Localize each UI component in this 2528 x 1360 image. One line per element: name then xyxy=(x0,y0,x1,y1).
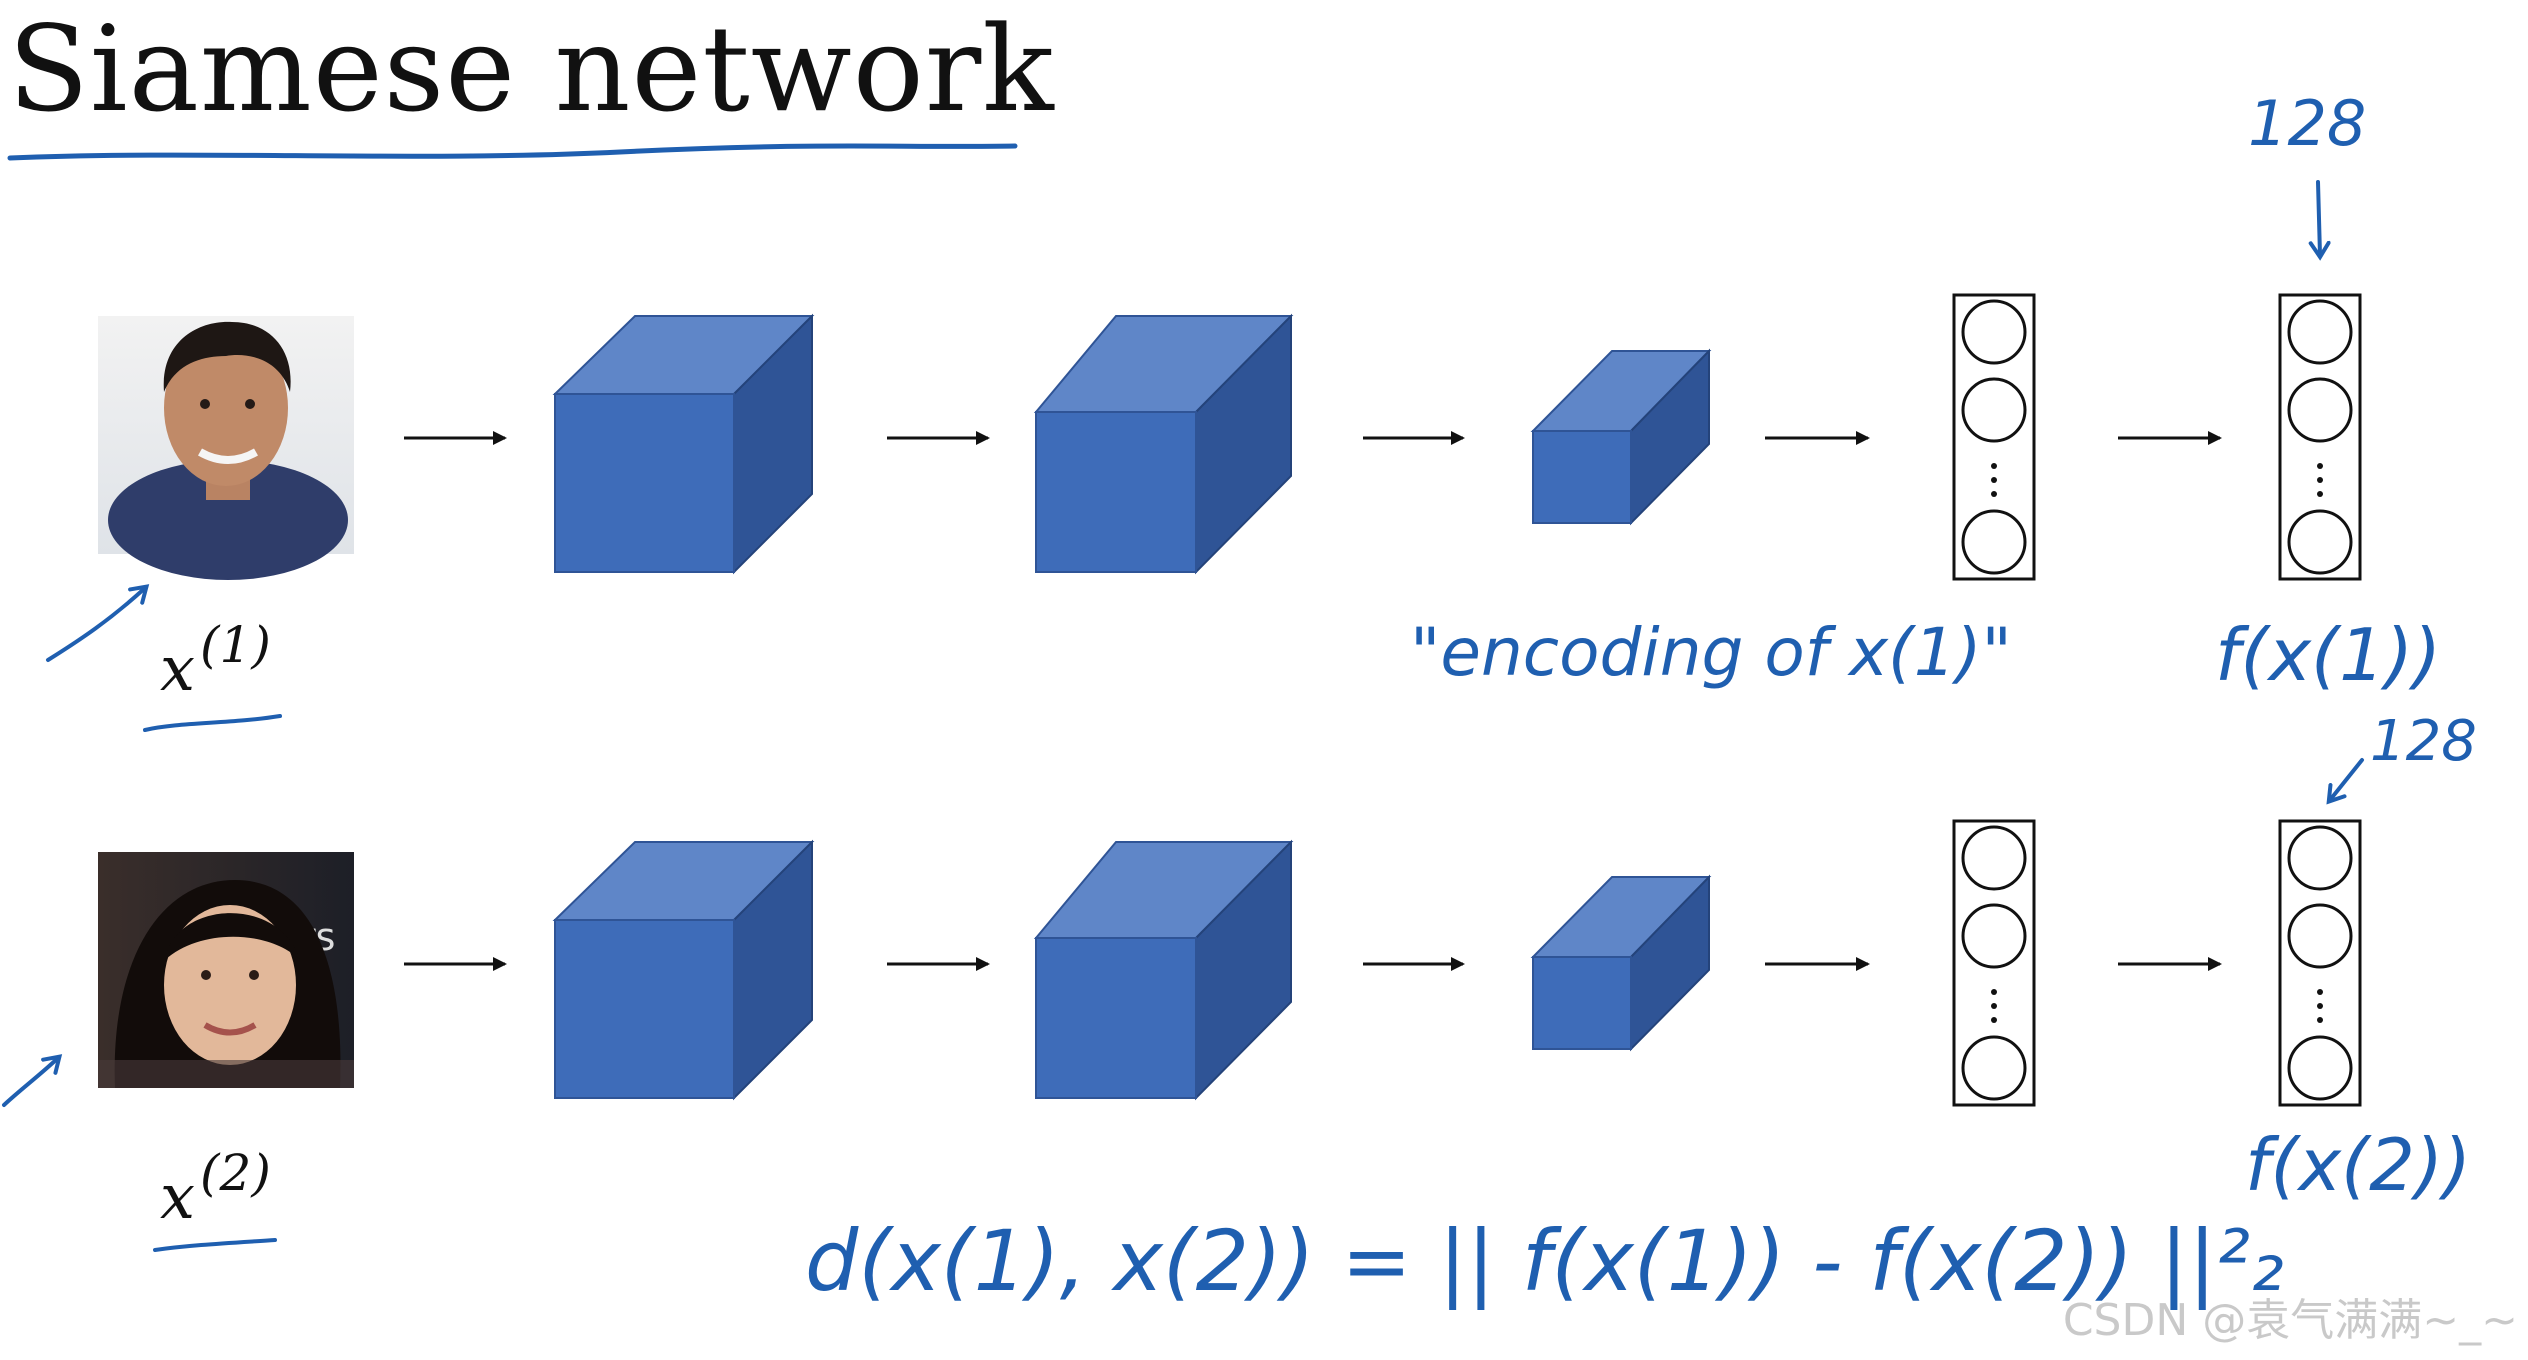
conv-block-r2-2 xyxy=(1033,839,1294,1101)
csdn-watermark: CSDN @袁气满满~_~ xyxy=(2062,1295,2518,1346)
pointer-arrow-1 xyxy=(46,584,150,662)
x1-label-sup: (1) xyxy=(200,616,271,674)
dim-label-bottom: 128 xyxy=(2370,709,2477,774)
x1-label-base: x xyxy=(160,632,195,705)
fc-vector-r1-1 xyxy=(1952,293,2036,581)
encoding-vector-r2 xyxy=(2278,819,2362,1107)
x2-underline xyxy=(153,1238,277,1252)
dim-arrow-bottom xyxy=(2326,758,2364,805)
encoding-note: "encoding of x(1)" xyxy=(1410,614,2012,691)
fc-vector-r2-1 xyxy=(1952,819,2036,1107)
conv-block-r2-1 xyxy=(552,839,815,1101)
distance-formula: d(x(1), x(2)) = || f(x(1)) - f(x(2)) ||²… xyxy=(805,1212,2284,1310)
dim-arrow-top xyxy=(2308,180,2331,261)
encoding-vector-r1 xyxy=(2278,293,2362,581)
f-x1-label: f(x(1)) xyxy=(2215,613,2441,697)
x2-label-sup: (2) xyxy=(200,1144,271,1202)
conv-block-r2-3 xyxy=(1530,874,1712,1052)
x2-label-base: x xyxy=(160,1160,195,1233)
title-underline xyxy=(7,143,1018,161)
slide-title: Siamese network xyxy=(8,0,1055,138)
conv-block-r1-3 xyxy=(1530,348,1712,526)
pointer-arrow-2 xyxy=(2,1054,63,1107)
f-x2-label: f(x(2)) xyxy=(2245,1123,2471,1207)
face-photo-man-icon xyxy=(98,316,354,580)
face-photo-woman-icon: rs xyxy=(98,852,354,1088)
dim-label-top: 128 xyxy=(2248,87,2366,160)
conv-block-r1-2 xyxy=(1033,313,1294,575)
conv-block-r1-1 xyxy=(552,313,815,575)
x1-underline xyxy=(143,714,282,732)
